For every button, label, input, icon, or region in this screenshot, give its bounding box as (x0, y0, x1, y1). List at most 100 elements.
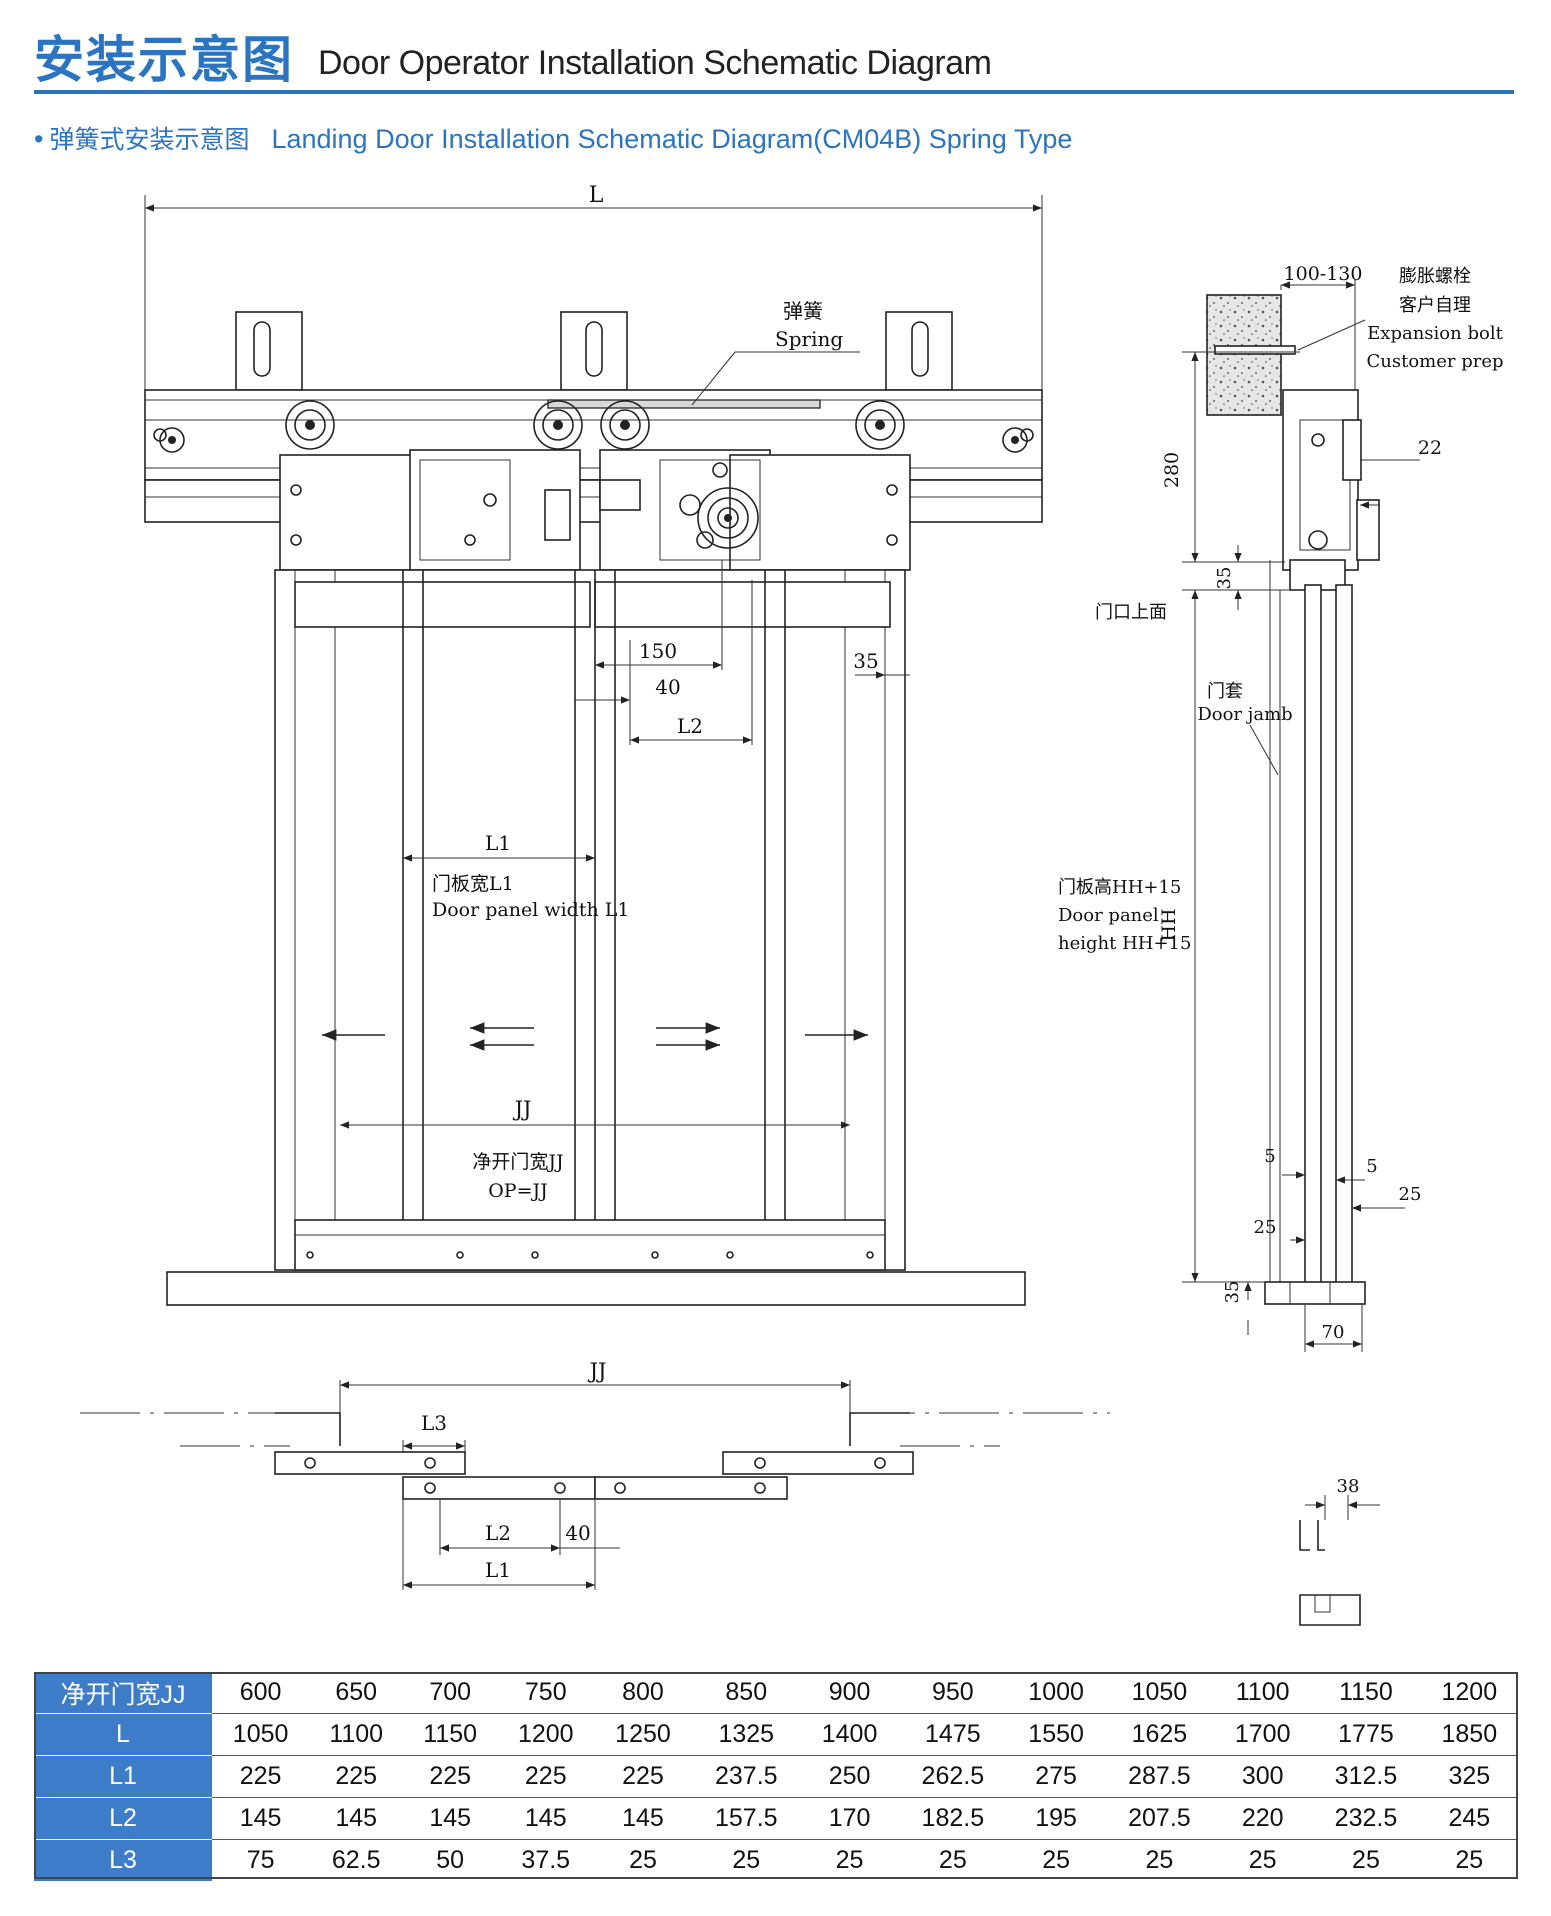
door-top-label: 门口上面 (1095, 602, 1167, 623)
table-cell: 1050 (1104, 1672, 1215, 1714)
table-cell: 25 (1145, 1846, 1174, 1875)
dim-HH: HH (1158, 908, 1180, 941)
installation-diagram: L (80, 183, 1504, 1626)
dim-22: 22 (1418, 437, 1442, 459)
dim-35-side-top: 35 (1214, 567, 1235, 590)
table-cell: 145 (309, 1797, 404, 1840)
table-cell: 750 (497, 1672, 595, 1714)
dim-JJ-front: JJ (513, 1097, 532, 1121)
table-cell: 62.5 (331, 1846, 381, 1875)
table-cell: 182.5 (898, 1797, 1008, 1840)
table-cell: 25 (1352, 1846, 1380, 1875)
table-cell: 1100 (1214, 1672, 1312, 1714)
dim-25-a: 25 (1254, 1217, 1277, 1238)
row-label: L (34, 1713, 212, 1756)
bolt-zh-2: 客户自理 (1399, 295, 1471, 316)
table-cell: 1775 (1311, 1713, 1421, 1756)
dim-35-front: 35 (853, 649, 878, 673)
spring-label-zh: 弹簧 (783, 299, 823, 323)
table-cell: 1325 (691, 1713, 801, 1756)
dim-70: 70 (1322, 1322, 1345, 1343)
table-cell: 1200 (497, 1713, 595, 1756)
table-cell: 225 (594, 1755, 692, 1798)
table-cell: 50 (436, 1846, 465, 1875)
table-cell: 170 (800, 1797, 899, 1840)
table-cell: 225 (403, 1755, 498, 1798)
dim-L2-plan: L2 (485, 1521, 511, 1545)
table-cell: 1100 (309, 1713, 404, 1756)
table-cell: 1850 (1420, 1713, 1518, 1756)
title-english: Door Operator Installation Schematic Dia… (318, 44, 992, 82)
table-cell: 145 (212, 1797, 310, 1840)
table-cell: 900 (800, 1672, 899, 1714)
dim-150: 150 (639, 639, 677, 663)
table-cell: 287.5 (1104, 1755, 1215, 1798)
panel-width-zh: 门板宽L1 (432, 873, 514, 895)
title-underline (34, 90, 1514, 94)
row-label: L2 (34, 1797, 212, 1840)
table-cell: 262.5 (898, 1755, 1008, 1798)
table-cell: 25 (629, 1846, 657, 1875)
table-cell: 312.5 (1311, 1755, 1421, 1798)
subtitle-chinese: 弹簧式安装示意图 (49, 125, 250, 154)
plan-view: JJ L3 L2 40 L1 (80, 1359, 1110, 1590)
bolt-en-2: Customer prep (1366, 351, 1503, 372)
dim-100-130: 100-130 (1284, 263, 1363, 285)
dim-25-b: 25 (1399, 1184, 1422, 1205)
bolt-zh-1: 膨胀螺栓 (1399, 266, 1471, 287)
hanger-plates (279, 449, 911, 571)
table-cell: 600 (212, 1672, 310, 1714)
table-cell: 25 (1248, 1846, 1277, 1875)
table-cell: 850 (691, 1672, 801, 1714)
table-cell: 25 (732, 1846, 761, 1875)
concrete-wall (1206, 294, 1282, 416)
jamb-zh: 门套 (1207, 681, 1243, 702)
dim-40: 40 (655, 675, 680, 699)
table-cell: 800 (594, 1672, 692, 1714)
table-cell: 1250 (594, 1713, 692, 1756)
row-label: L1 (34, 1755, 212, 1798)
opening-direction-arrows (322, 1022, 868, 1051)
subtitle: •弹簧式安装示意图 Landing Door Installation Schem… (34, 120, 1072, 156)
door-panels (166, 569, 1026, 1306)
table-cell: 75 (246, 1846, 275, 1875)
table-cell: 275 (1007, 1755, 1105, 1798)
page-header: 安装示意图 Door Operator Installation Schemat… (0, 0, 1551, 154)
dim-L1-front: L1 (485, 831, 511, 855)
dim-JJ-plan: JJ (588, 1359, 607, 1383)
dim-280: 280 (1161, 452, 1183, 488)
table-cell: 1150 (403, 1713, 498, 1756)
table-cell: 145 (497, 1797, 595, 1840)
dim-35-side-bot: 35 (1222, 1281, 1243, 1304)
subtitle-bullet: • (34, 124, 44, 154)
table-cell: 225 (309, 1755, 404, 1798)
bolt-en-1: Expansion bolt (1367, 323, 1503, 344)
table-cell: 207.5 (1104, 1797, 1215, 1840)
jamb-en: Door jamb (1197, 704, 1292, 725)
sill-detail: 38 (1299, 1476, 1380, 1626)
table-cell: 1150 (1311, 1672, 1421, 1714)
table-cell: 232.5 (1311, 1797, 1421, 1840)
table-cell: 1700 (1214, 1713, 1312, 1756)
table-cell: 950 (898, 1672, 1008, 1714)
subtitle-english: Landing Door Installation Schematic Diag… (271, 124, 1073, 154)
table-cell: 157.5 (691, 1797, 801, 1840)
table-cell: 1400 (800, 1713, 899, 1756)
mounting-brackets (235, 311, 953, 391)
panel-height-zh: 门板高HH+15 (1058, 877, 1181, 898)
table-cell: 1000 (1007, 1672, 1105, 1714)
table-cell: 300 (1214, 1755, 1312, 1798)
table-cell: 145 (403, 1797, 498, 1840)
table-cell: 250 (800, 1755, 899, 1798)
title-chinese: 安装示意图 (34, 31, 294, 89)
table-cell: 145 (594, 1797, 692, 1840)
table-cell: 25 (835, 1846, 864, 1875)
table-cell: 225 (212, 1755, 310, 1798)
dim-38: 38 (1337, 1476, 1360, 1497)
table-cell: 1550 (1007, 1713, 1105, 1756)
dim-40-plan: 40 (565, 1521, 590, 1545)
table-cell: 25 (1042, 1846, 1071, 1875)
